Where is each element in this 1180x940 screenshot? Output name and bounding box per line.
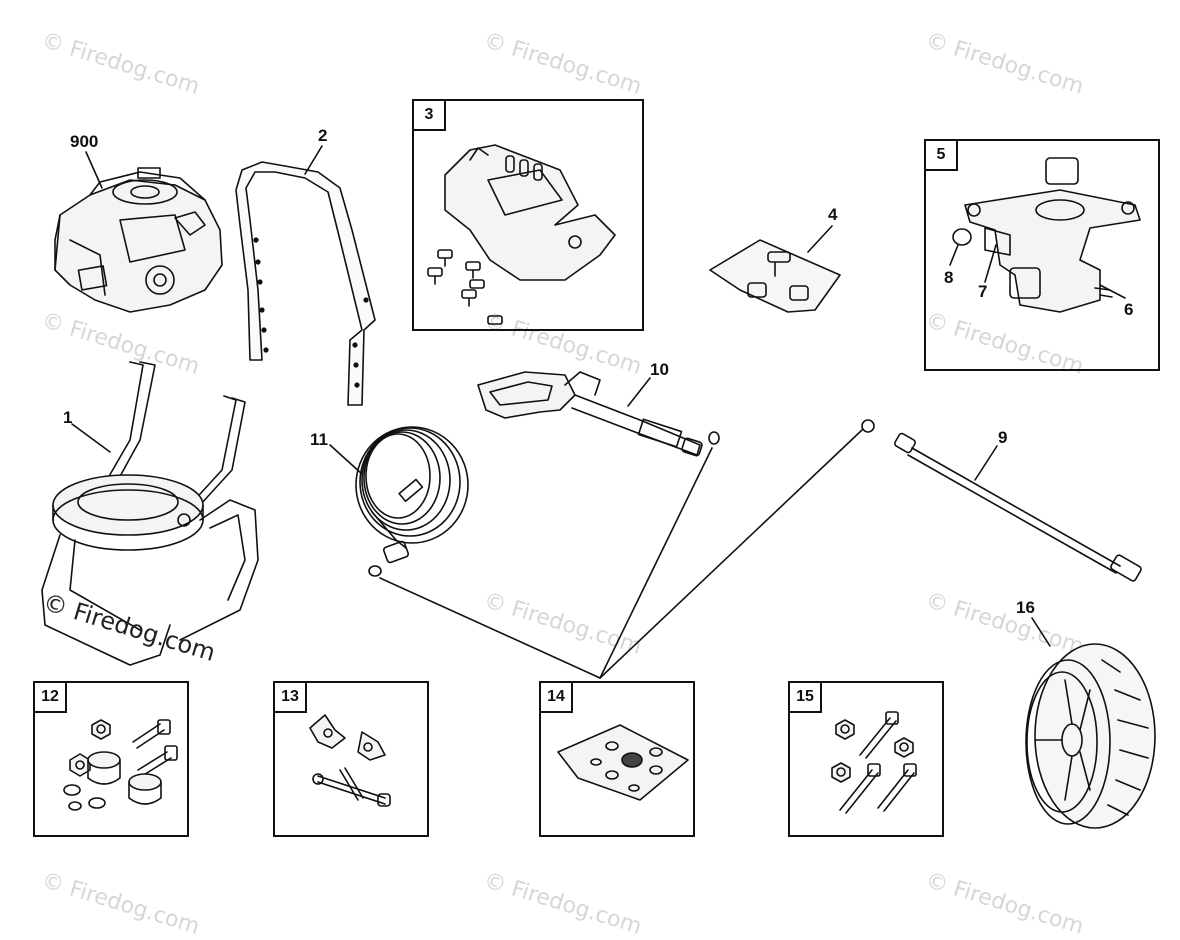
pump-box: 5 — [924, 139, 1160, 371]
kit-14-box: 14 — [539, 681, 695, 837]
leader-line — [984, 244, 997, 283]
box-label: 14 — [541, 683, 573, 713]
box-label: 3 — [414, 101, 446, 131]
kit-15-drawing — [831, 711, 917, 814]
engine-drawing — [54, 167, 223, 313]
exploded-parts-diagram — [41, 144, 1156, 829]
callout-hose: 11 — [310, 430, 328, 449]
kit-12-box: 12 — [33, 681, 189, 837]
leader-line — [1031, 617, 1051, 647]
callout-wheel: 16 — [1016, 598, 1035, 617]
pump-drawing — [952, 157, 1141, 313]
leader-line — [1099, 284, 1126, 299]
kit-13-drawing — [309, 714, 391, 807]
wand-drawing — [861, 419, 1142, 582]
leader-line — [599, 429, 863, 679]
leader-line — [949, 244, 959, 266]
kit-13-box: 13 — [273, 681, 429, 837]
leader-line — [974, 445, 998, 481]
leader-line — [379, 577, 601, 679]
callout-pump-part-6: 6 — [1124, 300, 1134, 319]
leader-line — [627, 377, 651, 407]
callout-pump-part-8: 8 — [944, 268, 954, 287]
callout-frame: 1 — [63, 408, 73, 427]
box-label: 13 — [275, 683, 307, 713]
callout-pump-part-7: 7 — [978, 282, 988, 301]
leader-line — [599, 447, 713, 679]
leader-line — [329, 444, 363, 475]
callout-wand: 9 — [998, 428, 1008, 447]
frame-drawing — [41, 361, 259, 666]
wheel-drawing — [1025, 643, 1156, 829]
kit-15-box: 15 — [788, 681, 944, 837]
callout-handle: 2 — [318, 126, 328, 145]
kit-12-drawing — [63, 719, 178, 811]
callout-hardware-bag: 4 — [828, 205, 838, 224]
hose-drawing — [355, 426, 469, 577]
box-label: 12 — [35, 683, 67, 713]
leader-line — [85, 151, 103, 189]
spray-gun-drawing — [477, 371, 720, 457]
callout-gun: 10 — [650, 360, 669, 379]
leader-line — [71, 423, 111, 453]
box-label: 15 — [790, 683, 822, 713]
callout-engine: 900 — [70, 132, 99, 151]
kit-14-drawing — [557, 724, 689, 801]
guard-kit-drawing — [427, 144, 616, 325]
guard-kit-box: 3 — [412, 99, 644, 331]
leader-line — [807, 225, 833, 253]
hardware-bag-drawing — [709, 239, 841, 313]
handle-drawing — [235, 161, 376, 406]
leader-line — [304, 145, 323, 175]
box-label: 5 — [926, 141, 958, 171]
